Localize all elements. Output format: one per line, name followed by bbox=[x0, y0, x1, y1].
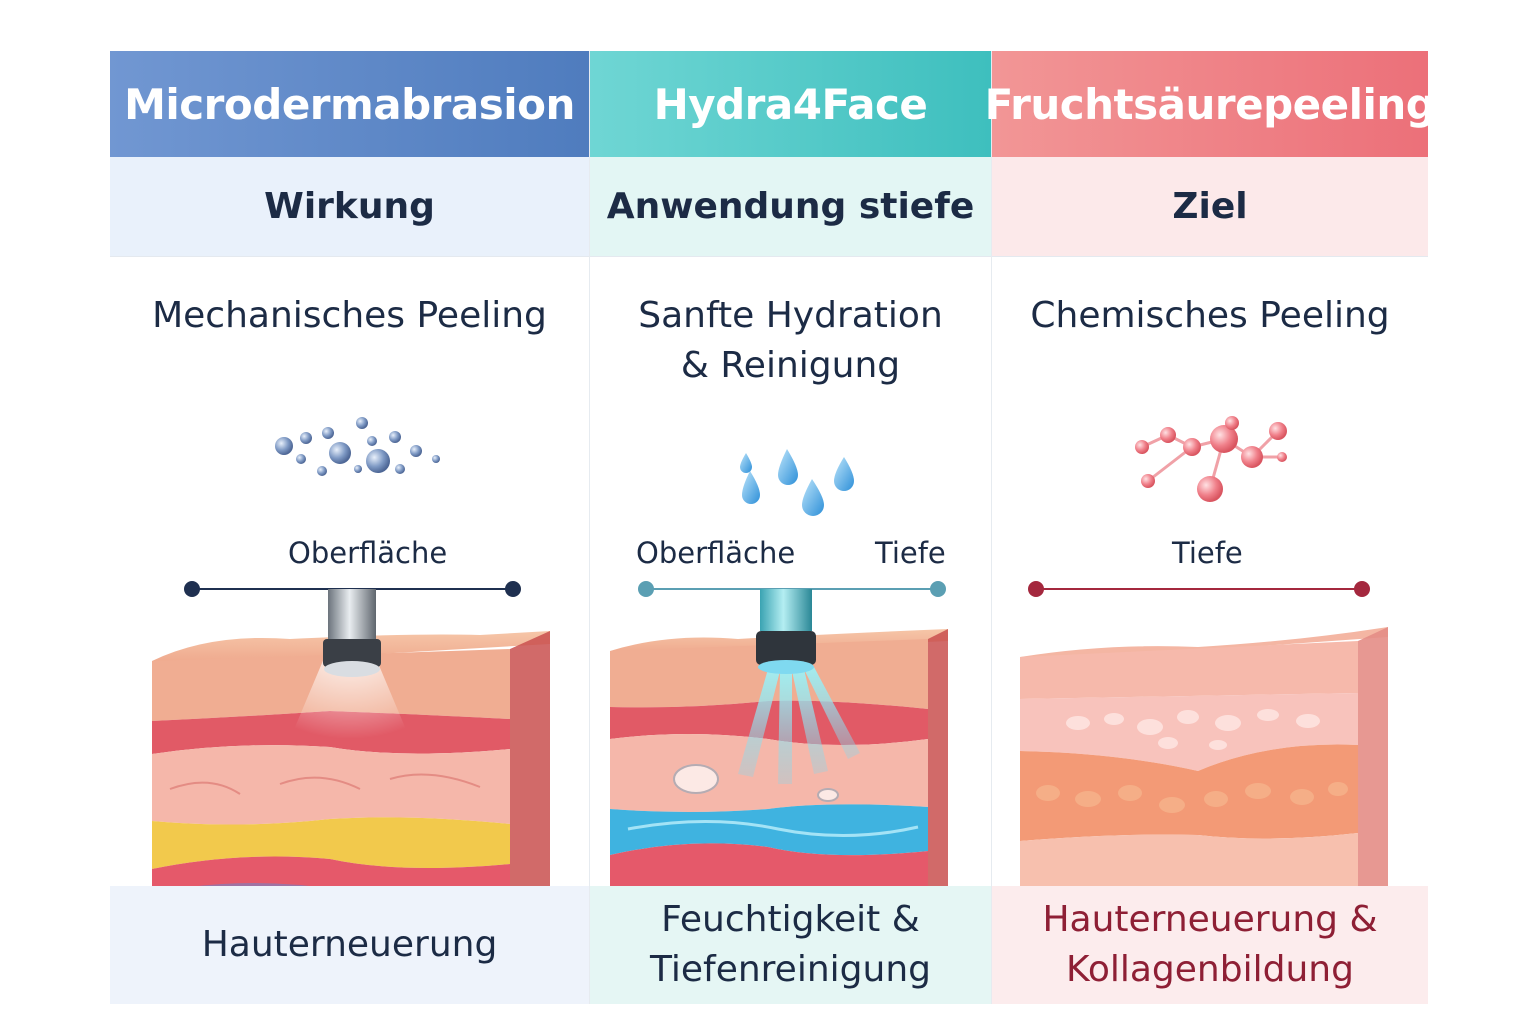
treatment-result: Hauterneuerung & Kollagenbildung bbox=[992, 886, 1428, 1004]
skin-cross-section bbox=[610, 589, 948, 911]
result-line: Tiefenreinigung bbox=[650, 949, 931, 990]
result-line: Kollagenbildung bbox=[1066, 949, 1354, 990]
description-line: & Reinigung bbox=[680, 345, 901, 386]
column-title: Microdermabrasion bbox=[110, 51, 589, 157]
depth-label-surface: Oberfläche bbox=[288, 536, 448, 570]
treatment-result: Hauterneuerung bbox=[110, 886, 589, 1004]
result-line: Feuchtigkeit & bbox=[661, 899, 920, 940]
depth-label-depth: Tiefe bbox=[875, 536, 946, 570]
depth-label-depth: Tiefe bbox=[1172, 536, 1243, 570]
treatment-comparison-table: Microdermabrasion Wirkung Mechanisches P… bbox=[110, 51, 1436, 1004]
description-line: Chemisches Peeling bbox=[1030, 295, 1390, 336]
column-title: Hydra4Face bbox=[590, 51, 991, 157]
result-line: Hauterneuerung & bbox=[1042, 899, 1378, 940]
depth-scale bbox=[1028, 581, 1370, 597]
column-title: Fruchtsäurepeeling bbox=[985, 51, 1436, 157]
treatment-description: Sanfte Hydration & Reinigung bbox=[590, 291, 991, 391]
column-subtitle: Wirkung bbox=[110, 157, 589, 257]
column-fruchtsaeurepeeling: Fruchtsäurepeeling Ziel Chemisches Peeli… bbox=[985, 51, 1436, 1004]
column-subtitle: Ziel bbox=[992, 157, 1428, 257]
skin-cross-section bbox=[152, 589, 550, 914]
depth-label-surface: Oberfläche bbox=[636, 536, 796, 570]
description-line: Sanfte Hydration bbox=[638, 295, 943, 336]
skin-cross-section bbox=[1020, 627, 1388, 907]
treatment-description: Mechanisches Peeling bbox=[110, 291, 589, 341]
result-line: Hauterneuerung bbox=[201, 924, 498, 965]
water-drops-icon bbox=[740, 449, 854, 516]
molecule-icon bbox=[1135, 416, 1287, 502]
treatment-description: Chemisches Peeling bbox=[992, 291, 1428, 341]
description-line: Mechanisches Peeling bbox=[152, 295, 547, 336]
column-subtitle: Anwendung stiefe bbox=[590, 157, 991, 257]
column-microdermabrasion: Microdermabrasion Wirkung Mechanisches P… bbox=[110, 51, 590, 1004]
column-hydra4face: Hydra4Face Anwendung stiefe Sanfte Hydra… bbox=[590, 51, 992, 1004]
treatment-result: Feuchtigkeit & Tiefenreinigung bbox=[590, 886, 991, 1004]
crystal-particles-icon bbox=[275, 417, 440, 476]
